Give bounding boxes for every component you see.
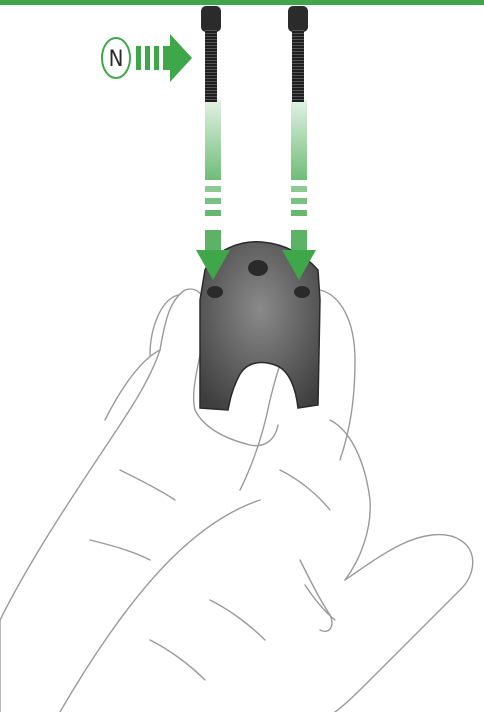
step-letter: N <box>109 47 124 72</box>
mounting-hole-right <box>294 286 310 298</box>
threaded-hole <box>248 260 268 276</box>
bolt-left <box>201 6 221 102</box>
step-indicator: N <box>102 34 192 82</box>
bolt-right <box>288 6 308 102</box>
mounting-hole-left <box>207 286 223 298</box>
guide-trail-right <box>282 100 316 280</box>
guide-trail-left <box>196 100 230 280</box>
arrow-right-icon <box>136 34 192 82</box>
